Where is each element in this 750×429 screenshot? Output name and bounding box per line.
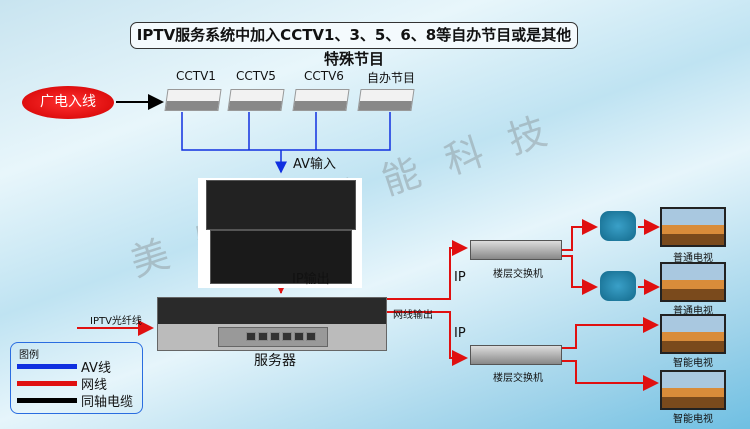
tv-label: 普通电视	[673, 306, 713, 317]
diagram-title: IPTV服务系统中加入CCTV1、3、5、6、8等自办节目或是其他特殊节目	[130, 22, 578, 68]
switch-label: 楼层交换机	[493, 269, 543, 280]
legend-label-coax: 同轴电缆	[81, 395, 134, 410]
receiver-device	[227, 89, 285, 111]
legend-swatch-coax	[17, 398, 77, 403]
ip-output-label: IP输出	[292, 272, 330, 287]
tv-icon	[660, 262, 726, 302]
broadcast-input-node: 广电入线	[22, 86, 114, 119]
channel-label-cctv6: CCTV6	[304, 69, 344, 83]
ip-label: IP	[454, 270, 466, 285]
legend-title: 图例	[19, 350, 39, 361]
receiver-device	[164, 89, 222, 111]
tv-icon	[660, 314, 726, 354]
receiver-device	[357, 89, 415, 111]
legend-label-net: 网线	[81, 378, 108, 393]
legend-label-av: AV线	[81, 361, 111, 376]
set-top-box	[600, 271, 636, 301]
av-lines	[181, 112, 391, 174]
iptv-fiber-label: IPTV光纤线	[90, 316, 142, 327]
tv-label: 智能电视	[673, 414, 713, 425]
channel-label-self: 自办节目	[367, 71, 416, 85]
switch-label: 楼层交换机	[493, 373, 543, 384]
floor-switch	[470, 345, 562, 365]
legend-swatch-av	[17, 364, 77, 369]
ip-label: IP	[454, 326, 466, 341]
tv-label: 智能电视	[673, 358, 713, 369]
net-output-label: 网线输出	[393, 310, 433, 321]
channel-label-cctv5: CCTV5	[236, 69, 276, 83]
receiver-device	[292, 89, 350, 111]
set-top-box	[600, 211, 636, 241]
legend-swatch-net	[17, 381, 77, 386]
channel-label-cctv1: CCTV1	[176, 69, 216, 83]
legend: 图例 AV线 网线 同轴电缆	[10, 342, 143, 414]
tv-label: 普通电视	[673, 253, 713, 264]
av-input-label: AV输入	[293, 157, 336, 172]
tv-icon	[660, 207, 726, 247]
tv-icon	[660, 370, 726, 410]
encoder-device	[198, 178, 362, 288]
floor-switch	[470, 240, 562, 260]
server-device	[157, 297, 387, 351]
server-label: 服务器	[254, 353, 296, 369]
